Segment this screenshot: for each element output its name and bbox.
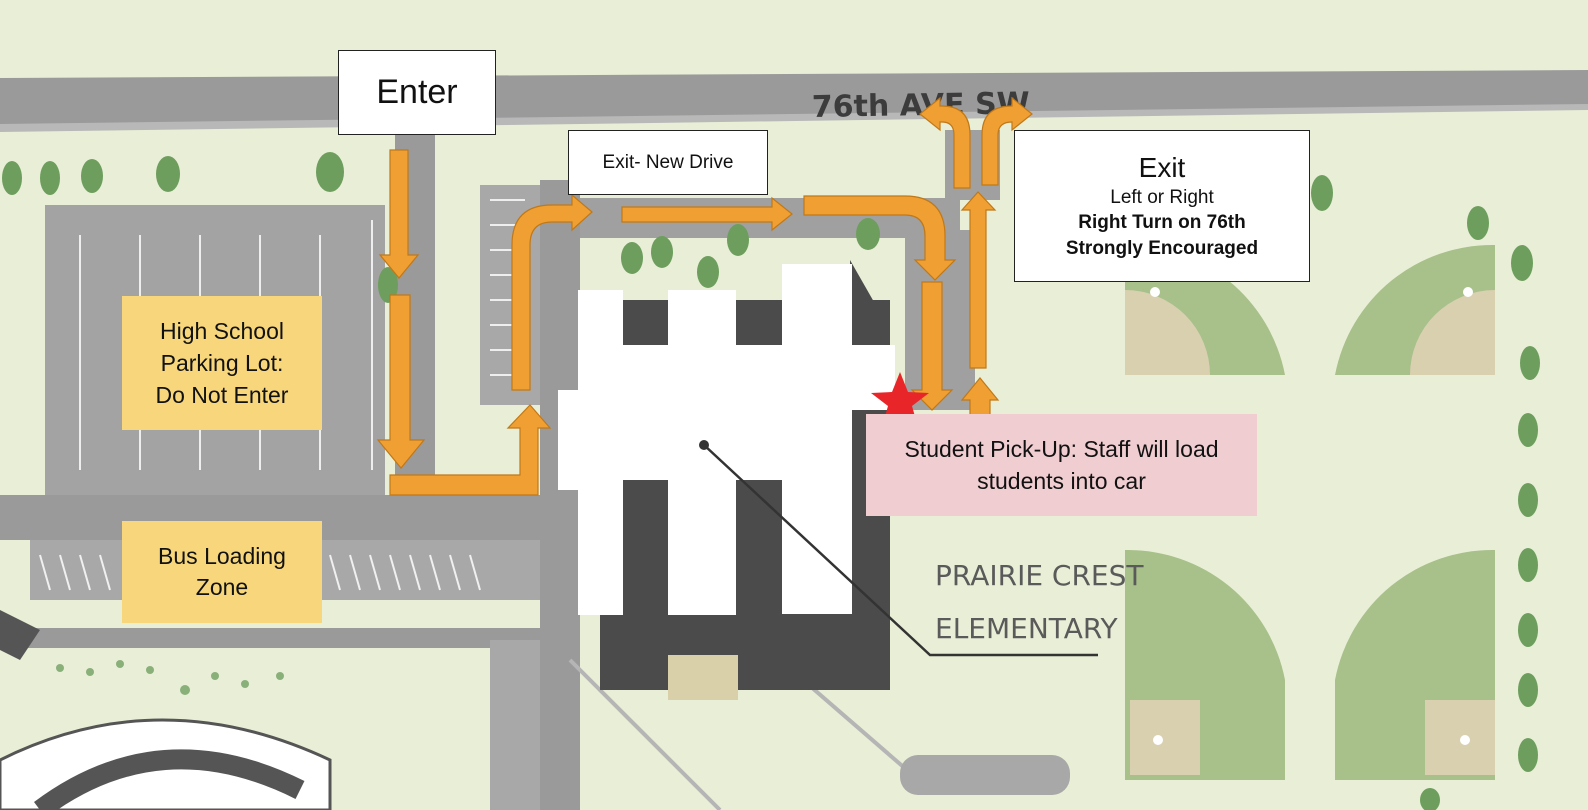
hs-line3: Do Not Enter: [155, 382, 289, 408]
shrubs: [56, 660, 284, 695]
exit-title: Exit: [1138, 151, 1186, 183]
hs-line1: High School: [159, 318, 285, 344]
school-building: [558, 264, 895, 615]
school-label-line2: ELEMENTARY: [935, 612, 1119, 645]
south-lot: [900, 755, 1070, 795]
school-label-line1: PRAIRIE CREST: [935, 559, 1144, 592]
pickup-line2: students into car: [977, 468, 1146, 494]
building-patio: [668, 655, 738, 700]
lower-road: [0, 628, 560, 648]
pickup-callout: Student Pick-Up: Staff will load student…: [866, 414, 1257, 516]
hs-line2: Parking Lot:: [160, 350, 284, 376]
building-courtyards: [623, 300, 782, 615]
exit-new-drive-callout: Exit- New Drive: [568, 130, 768, 195]
arrow-north-turn: [511, 193, 593, 391]
bus-line2: Zone: [195, 574, 249, 600]
high-school-lot-callout: High School Parking Lot: Do Not Enter: [122, 296, 322, 430]
pickup-star-icon: [871, 372, 929, 427]
arrow-new-drive: [621, 196, 793, 232]
bus-lane-stripes: [39, 554, 481, 591]
trees: [2, 152, 1540, 810]
pickup-line1: Student Pick-Up: Staff will load: [904, 436, 1219, 462]
arrow-enter-2: [376, 294, 426, 469]
arrow-north-exit: [960, 191, 997, 369]
arrow-to-pickup: [910, 281, 954, 411]
exit-note-line1: Right Turn on 76th: [1078, 211, 1246, 233]
exit-callout: Exit Left or Right Right Turn on 76th St…: [1014, 130, 1310, 282]
south-parking-row: [490, 640, 540, 810]
path-sw: [568, 658, 722, 810]
arrow-turn-east: [389, 404, 552, 496]
school-leader-line: [703, 444, 1098, 657]
arrow-exit-right: [981, 96, 1033, 186]
enter-label: Enter: [376, 73, 458, 111]
enter-callout: Enter: [338, 50, 496, 135]
exit-subtitle: Left or Right: [1110, 186, 1214, 208]
arrow-exit-left: [919, 96, 971, 189]
arrow-curve-south: [803, 195, 957, 281]
exit-new-drive-label: Exit- New Drive: [602, 151, 734, 173]
traffic-arrows: [376, 96, 1033, 496]
west-building-drive: [540, 180, 580, 810]
stadium-track: [34, 749, 305, 810]
stadium-stands: [0, 610, 40, 660]
bus-line1: Bus Loading: [158, 543, 286, 569]
exit-note-line2: Strongly Encouraged: [1065, 237, 1259, 259]
arrow-enter-1: [378, 149, 420, 279]
bus-zone-callout: Bus Loading Zone: [122, 521, 322, 623]
